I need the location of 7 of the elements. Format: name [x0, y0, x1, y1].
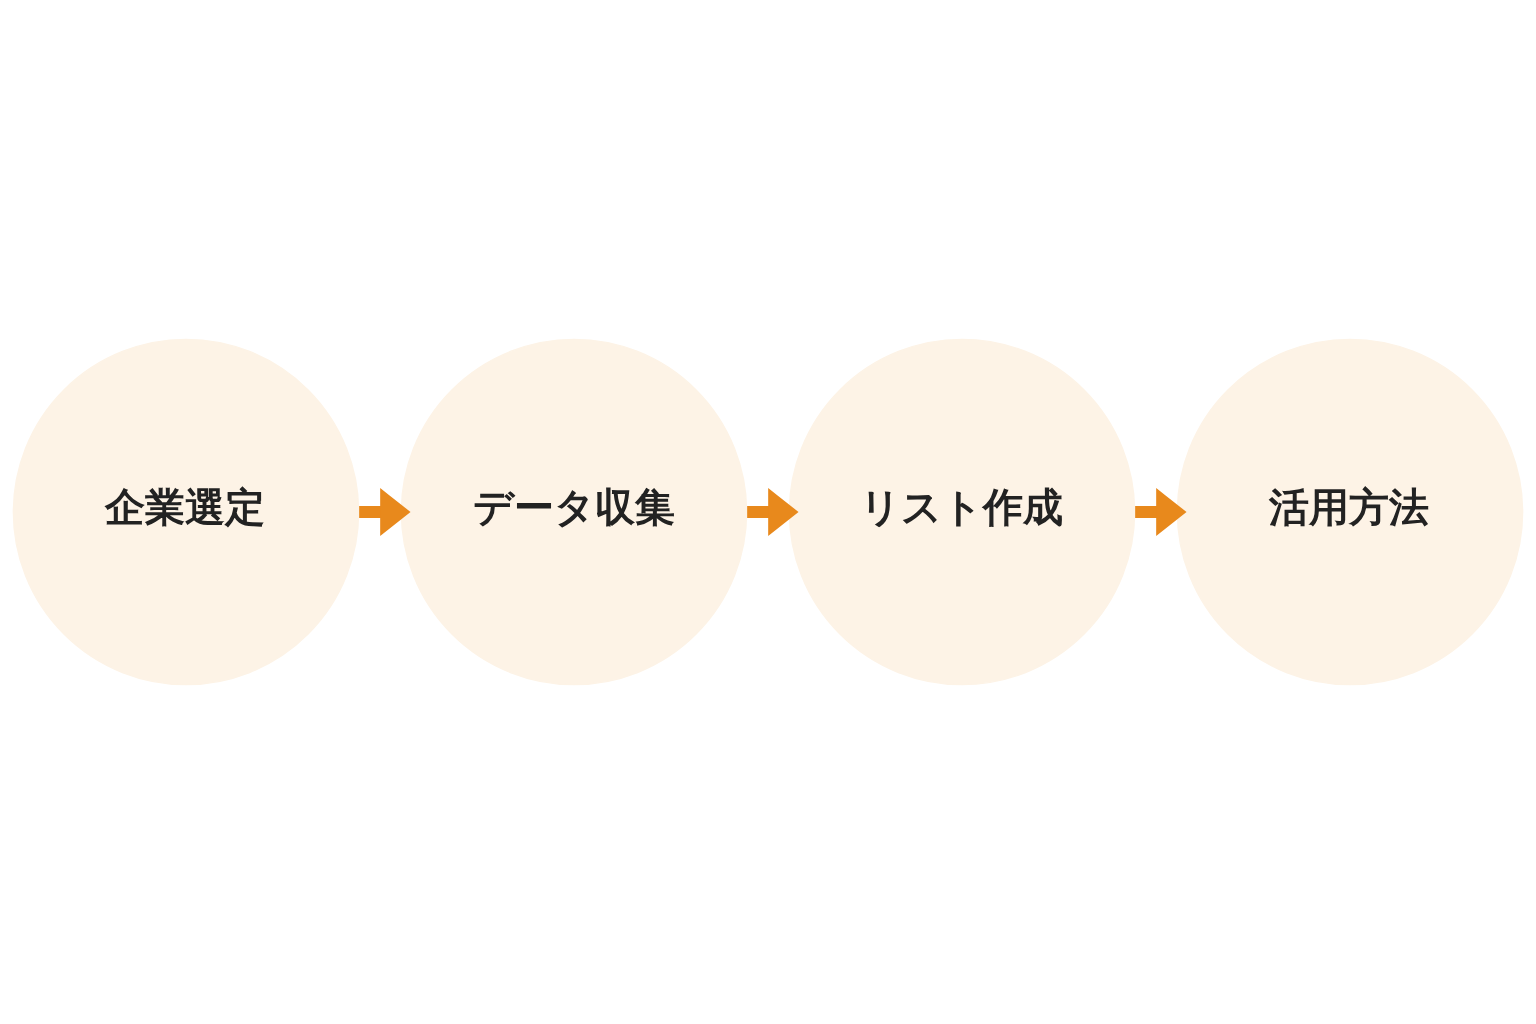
arrow	[1135, 488, 1187, 536]
arrow	[359, 488, 411, 536]
node-circle: リスト作成	[788, 338, 1136, 686]
node-circle: 企業選定	[12, 338, 360, 686]
node-circle: 活用方法	[1176, 338, 1524, 686]
arrow	[747, 488, 799, 536]
node-circle: データ収集	[400, 338, 748, 686]
